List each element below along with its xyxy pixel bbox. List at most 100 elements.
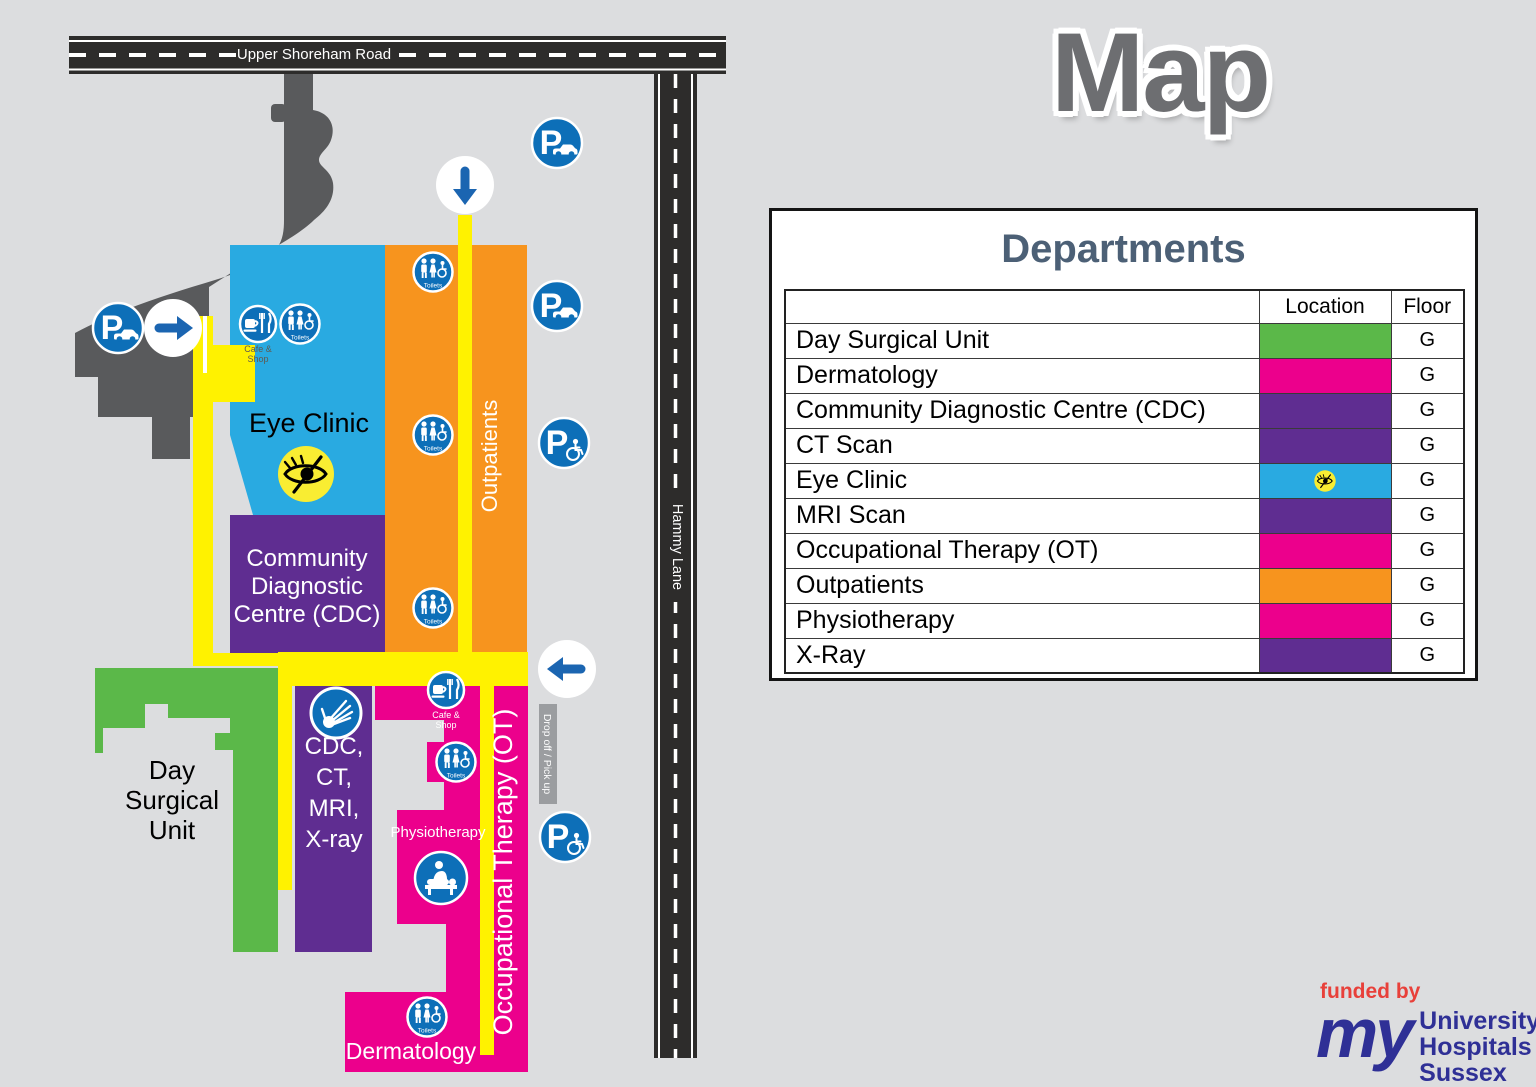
location-swatch bbox=[1258, 497, 1392, 534]
floor-value: G bbox=[1390, 567, 1465, 604]
department-name: Physiotherapy bbox=[784, 602, 1260, 639]
pedestrian-routes bbox=[193, 215, 528, 1055]
toilets-icon bbox=[406, 996, 448, 1038]
cdc-label-line1: Community bbox=[246, 545, 367, 572]
page-title: Map bbox=[1051, 10, 1271, 135]
car-park-access-road bbox=[75, 74, 334, 459]
my-logo: my bbox=[1316, 994, 1414, 1072]
building-day-surgical bbox=[95, 668, 278, 952]
table-header-row: Location Floor bbox=[784, 289, 1465, 324]
funded-by-logo: funded by my University Hospitals Sussex bbox=[1316, 980, 1536, 1086]
funded-by-text: funded by bbox=[1320, 980, 1421, 1003]
location-swatch bbox=[1258, 637, 1392, 674]
route-divider bbox=[203, 316, 207, 373]
floor-value: G bbox=[1390, 357, 1465, 394]
eye-icon bbox=[1314, 469, 1336, 492]
departments-table: Location Floor Day Surgical Unit G Derma… bbox=[784, 289, 1465, 674]
parking-accessible-icon bbox=[538, 810, 592, 864]
floor-value: G bbox=[1390, 322, 1465, 359]
building-outpatients bbox=[385, 245, 527, 655]
building-cdc bbox=[230, 515, 385, 655]
toilets-icon bbox=[412, 587, 454, 629]
parking-car-icon bbox=[91, 301, 145, 355]
outpatients-label: Outpatients bbox=[477, 400, 502, 513]
parking-car-icon bbox=[530, 279, 584, 333]
toilets-icon bbox=[279, 303, 321, 345]
table-row: CT Scan G bbox=[784, 427, 1465, 464]
toilets-icon bbox=[412, 251, 454, 293]
xray-icon bbox=[309, 686, 363, 740]
eye-clinic-label: Eye Clinic bbox=[249, 408, 369, 438]
department-name: CT Scan bbox=[784, 427, 1260, 464]
org-line: University bbox=[1419, 1007, 1536, 1035]
location-swatch bbox=[1258, 357, 1392, 394]
cdc-label-line2: Diagnostic bbox=[251, 573, 363, 600]
cdc-label-line3: Centre (CDC) bbox=[234, 601, 381, 628]
parking-accessible-icon bbox=[537, 416, 591, 470]
drop-off-label: Drop off / Pick up bbox=[541, 714, 553, 795]
floor-value: G bbox=[1390, 462, 1465, 499]
cdc-ct-label-line3: MRI, bbox=[309, 795, 360, 822]
department-name: Community Diagnostic Centre (CDC) bbox=[784, 392, 1260, 429]
location-swatch bbox=[1258, 532, 1392, 569]
table-row: X-Ray G bbox=[784, 637, 1465, 674]
day-surgical-label-line3: Unit bbox=[149, 815, 196, 845]
department-name: Day Surgical Unit bbox=[784, 322, 1260, 359]
location-swatch-eye-clinic bbox=[1258, 462, 1392, 499]
cdc-ct-label-line4: X-ray bbox=[305, 826, 362, 853]
departments-panel: Departments Location Floor Day Surgical … bbox=[769, 208, 1478, 681]
parking-car-icon bbox=[530, 116, 584, 170]
dermatology-label: Dermatology bbox=[346, 1038, 477, 1064]
cafe-label-line1: Cafe & bbox=[244, 344, 272, 354]
location-column-header: Location bbox=[1258, 289, 1392, 324]
name-column-header bbox=[784, 289, 1260, 324]
org-line: Hospitals bbox=[1419, 1033, 1532, 1061]
cafe-label-line2: Shop bbox=[435, 720, 456, 730]
org-line: Sussex bbox=[1419, 1059, 1507, 1087]
upper-shoreham-road-label: Upper Shoreham Road bbox=[237, 46, 391, 63]
floor-value: G bbox=[1390, 637, 1465, 674]
table-row: Physiotherapy G bbox=[784, 602, 1465, 639]
upper-shoreham-road: Upper Shoreham Road bbox=[69, 36, 726, 74]
table-row: MRI Scan G bbox=[784, 497, 1465, 534]
physiotherapy-icon bbox=[413, 850, 469, 906]
day-surgical-label-line1: Day bbox=[149, 755, 195, 785]
cafe-label-line1: Cafe & bbox=[432, 710, 460, 720]
floor-value: G bbox=[1390, 532, 1465, 569]
floor-value: G bbox=[1390, 427, 1465, 464]
arrow-left-icon bbox=[538, 640, 596, 698]
table-row: Day Surgical Unit G bbox=[784, 322, 1465, 359]
floor-value: G bbox=[1390, 602, 1465, 639]
physiotherapy-label: Physiotherapy bbox=[390, 824, 486, 841]
department-name: X-Ray bbox=[784, 637, 1260, 674]
cafe-shop-icon: Cafe & Shop bbox=[238, 304, 278, 364]
cafe-shop-icon: Cafe & Shop bbox=[426, 670, 466, 730]
department-name: MRI Scan bbox=[784, 497, 1260, 534]
floor-value: G bbox=[1390, 497, 1465, 534]
table-row: Eye Clinic G bbox=[784, 462, 1465, 499]
drop-off-zone: Drop off / Pick up bbox=[539, 704, 557, 804]
location-swatch bbox=[1258, 567, 1392, 604]
eye-clinic-icon bbox=[278, 446, 334, 502]
cafe-label-line2: Shop bbox=[247, 354, 268, 364]
toilets-icon bbox=[412, 414, 454, 456]
table-row: Occupational Therapy (OT) G bbox=[784, 532, 1465, 569]
location-swatch bbox=[1258, 427, 1392, 464]
building-notches bbox=[373, 720, 446, 992]
table-row: Community Diagnostic Centre (CDC) G bbox=[784, 392, 1465, 429]
location-swatch bbox=[1258, 392, 1392, 429]
department-name: Outpatients bbox=[784, 567, 1260, 604]
table-row: Dermatology G bbox=[784, 357, 1465, 394]
arrow-right-icon bbox=[144, 299, 202, 357]
toilets-icon bbox=[435, 741, 477, 783]
floor-value: G bbox=[1390, 392, 1465, 429]
hammy-lane-label: Hammy Lane bbox=[669, 504, 685, 590]
department-name: Dermatology bbox=[784, 357, 1260, 394]
location-swatch bbox=[1258, 322, 1392, 359]
cdc-ct-label-line2: CT, bbox=[316, 764, 352, 791]
departments-title: Departments bbox=[1001, 227, 1246, 271]
arrow-down-icon bbox=[436, 156, 494, 214]
building-labels: Eye Clinic Community Diagnostic Centre (… bbox=[125, 400, 518, 1064]
location-swatch bbox=[1258, 602, 1392, 639]
